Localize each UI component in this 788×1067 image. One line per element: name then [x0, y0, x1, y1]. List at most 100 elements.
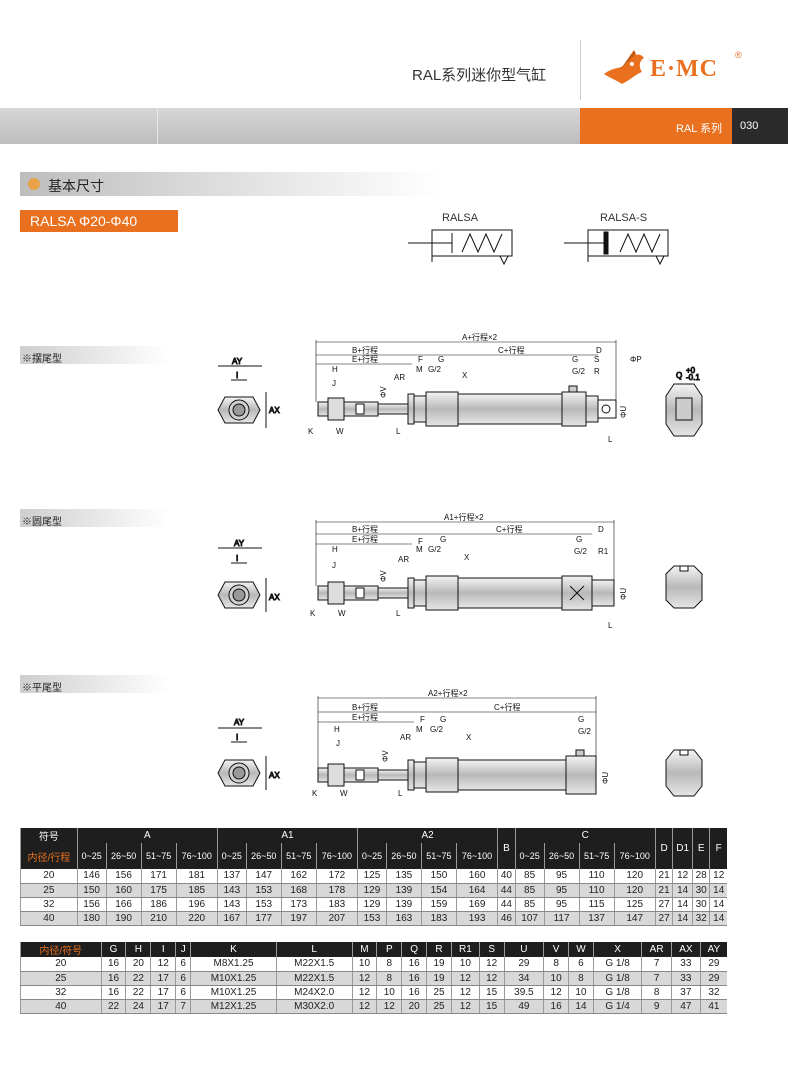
svg-text:B+行程: B+行程: [352, 702, 378, 712]
svg-text:D: D: [598, 525, 604, 534]
table-cell: 19: [426, 971, 452, 986]
table-cell: 33: [670, 971, 701, 986]
table-cell: 6: [175, 985, 191, 1000]
table-cell: 156: [105, 869, 142, 884]
svg-text:AY: AY: [234, 718, 245, 727]
table2-header-cell: AY: [699, 942, 727, 957]
svg-text:B+行程: B+行程: [352, 524, 378, 534]
svg-text:ΦP: ΦP: [630, 355, 642, 364]
table-cell: 220: [175, 911, 218, 926]
stroke-range: 51~75: [578, 843, 615, 869]
svg-text:G/2: G/2: [430, 725, 443, 734]
table-cell: 196: [175, 897, 218, 912]
table1-header-D: D: [654, 828, 673, 869]
table-cell: 8: [376, 957, 402, 972]
row-bore: 20: [20, 957, 102, 972]
rear-view-2: [665, 565, 703, 609]
svg-text:G: G: [438, 355, 444, 364]
table-cell: 10: [450, 957, 480, 972]
table-cell: 12: [672, 869, 693, 884]
table-cell: 173: [280, 897, 317, 912]
svg-text:G/2: G/2: [572, 367, 585, 376]
table-cell: 162: [280, 869, 317, 884]
svg-text:G: G: [576, 535, 582, 544]
table2-header-cell: H: [125, 942, 151, 957]
svg-text:A2+行程×2: A2+行程×2: [428, 688, 468, 698]
table-cell: 39.5: [503, 985, 544, 1000]
svg-text:J: J: [332, 561, 336, 570]
table-cell: 160: [455, 869, 498, 884]
table-cell: 20: [401, 999, 427, 1014]
page-number: 030: [740, 120, 759, 132]
table1-header-C: C: [514, 828, 656, 843]
page-title: RAL系列迷你型气缸: [412, 67, 547, 84]
labels-3: A2+行程×2 B+行程 C+行程 E+行程 H J K W ΦV L AR F…: [312, 688, 610, 798]
stroke-range: 26~50: [385, 843, 422, 869]
table-cell: 44: [497, 883, 516, 898]
stroke-range: 76~100: [175, 843, 218, 869]
brand-logo-icon: [604, 50, 644, 84]
table2-header-cell: R1: [450, 942, 480, 957]
svg-text:G: G: [572, 355, 578, 364]
type-bar-swing: [20, 346, 170, 364]
svg-text:ΦV: ΦV: [379, 386, 388, 398]
svg-text:E+行程: E+行程: [352, 354, 378, 364]
table-cell: 178: [315, 883, 358, 898]
svg-text:F: F: [420, 715, 425, 724]
table-cell: 16: [100, 985, 126, 1000]
svg-text:D: D: [596, 346, 602, 355]
table-cell: 156: [76, 897, 107, 912]
table-cell: 33: [670, 957, 701, 972]
table-cell: 168: [280, 883, 317, 898]
stroke-range: 26~50: [543, 843, 580, 869]
table-cell: 47: [670, 999, 701, 1014]
table1-header-A: A: [76, 828, 218, 843]
table-cell: 164: [455, 883, 498, 898]
table-cell: 12: [376, 999, 402, 1014]
table-cell: 16: [401, 971, 427, 986]
svg-text:W: W: [338, 609, 346, 618]
table-cell: 7: [641, 957, 672, 972]
table-cell: 186: [140, 897, 177, 912]
svg-text:L: L: [608, 435, 613, 444]
table-cell: 46: [497, 911, 516, 926]
section-title: 基本尺寸: [48, 178, 104, 194]
svg-text:G/2: G/2: [578, 727, 591, 736]
table-cell: 21: [654, 883, 673, 898]
table-cell: 107: [514, 911, 545, 926]
table-cell: 12: [450, 985, 480, 1000]
table-cell: 172: [315, 869, 358, 884]
stroke-range: 51~75: [280, 843, 317, 869]
symbol-label-ralsa-s: RALSA-S: [600, 212, 648, 224]
table2-header-cell: K: [190, 942, 277, 957]
svg-text:ΦV: ΦV: [379, 570, 388, 582]
table-cell: 15: [478, 985, 505, 1000]
table-cell: 169: [455, 897, 498, 912]
svg-text:B+行程: B+行程: [352, 345, 378, 355]
svg-text:L: L: [608, 621, 613, 630]
svg-text:G: G: [440, 535, 446, 544]
table-cell: 12: [150, 957, 176, 972]
table-cell: 22: [100, 999, 126, 1014]
type-bar-round: [20, 509, 170, 527]
table-cell: 12: [478, 957, 505, 972]
symbol-label-ralsa: RALSA: [442, 212, 479, 224]
svg-text:M: M: [416, 725, 423, 734]
dims-3: [317, 696, 597, 768]
table-cell: 139: [385, 883, 422, 898]
table-cell: 159: [420, 897, 457, 912]
svg-text:H: H: [332, 365, 338, 374]
stroke-range: 0~25: [357, 843, 387, 869]
svg-text:I: I: [236, 733, 238, 742]
svg-text:W: W: [340, 789, 348, 798]
table-cell: 25: [426, 999, 452, 1014]
table-cell: 30: [691, 897, 710, 912]
rear-view-3: [665, 749, 703, 797]
table-cell: 177: [245, 911, 282, 926]
